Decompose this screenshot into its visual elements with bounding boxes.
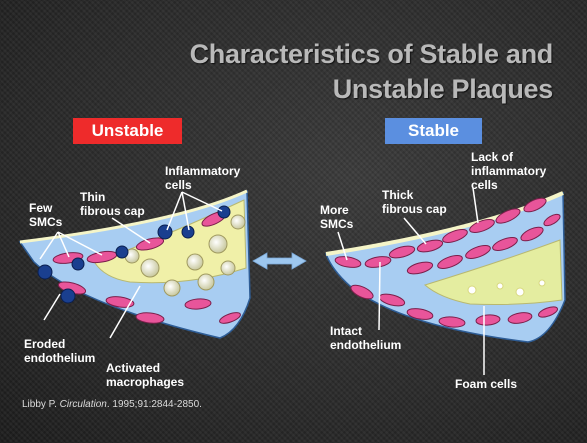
label-few-smcs-line2: SMCs xyxy=(29,215,62,229)
label-activated-macrophages: Activated macrophages xyxy=(106,361,184,389)
label-eroded-line2: endothelium xyxy=(24,351,95,365)
label-thick-cap-line2: fibrous cap xyxy=(382,202,447,216)
label-macrophages-line1: Activated xyxy=(106,361,184,375)
label-few-smcs-line1: Few xyxy=(29,201,62,215)
label-few-smcs: Few SMCs xyxy=(29,201,62,229)
label-eroded-line1: Eroded xyxy=(24,337,95,351)
citation-journal: Circulation xyxy=(60,399,107,410)
label-foam-cells: Foam cells xyxy=(455,377,517,391)
citation-author: Libby P. xyxy=(22,399,60,410)
label-more-smcs: More SMCs xyxy=(320,203,353,231)
label-intact-line1: Intact xyxy=(330,324,401,338)
label-intact-line2: endothelium xyxy=(330,338,401,352)
label-inflammatory-line2: cells xyxy=(165,178,240,192)
label-thick-fibrous-cap: Thick fibrous cap xyxy=(382,188,447,216)
label-lack-line3: cells xyxy=(471,178,546,192)
label-intact-endothelium: Intact endothelium xyxy=(330,324,401,352)
label-thin-cap-line2: fibrous cap xyxy=(80,204,145,218)
label-thin-fibrous-cap: Thin fibrous cap xyxy=(80,190,145,218)
double-arrow xyxy=(253,253,306,269)
label-more-smcs-line2: SMCs xyxy=(320,217,353,231)
label-lack-of-inflammatory-cells: Lack of inflammatory cells xyxy=(471,150,546,192)
label-macrophages-line2: macrophages xyxy=(106,375,184,389)
label-eroded-endothelium: Eroded endothelium xyxy=(24,337,95,365)
label-thin-cap-line1: Thin xyxy=(80,190,145,204)
label-thick-cap-line1: Thick xyxy=(382,188,447,202)
label-lack-line1: Lack of xyxy=(471,150,546,164)
label-inflammatory-line1: Inflammatory xyxy=(165,164,240,178)
citation: Libby P. Circulation. 1995;91:2844-2850. xyxy=(22,399,202,410)
citation-details: . 1995;91:2844-2850. xyxy=(107,399,202,410)
label-lack-line2: inflammatory xyxy=(471,164,546,178)
label-more-smcs-line1: More xyxy=(320,203,353,217)
label-inflammatory-cells: Inflammatory cells xyxy=(165,164,240,192)
